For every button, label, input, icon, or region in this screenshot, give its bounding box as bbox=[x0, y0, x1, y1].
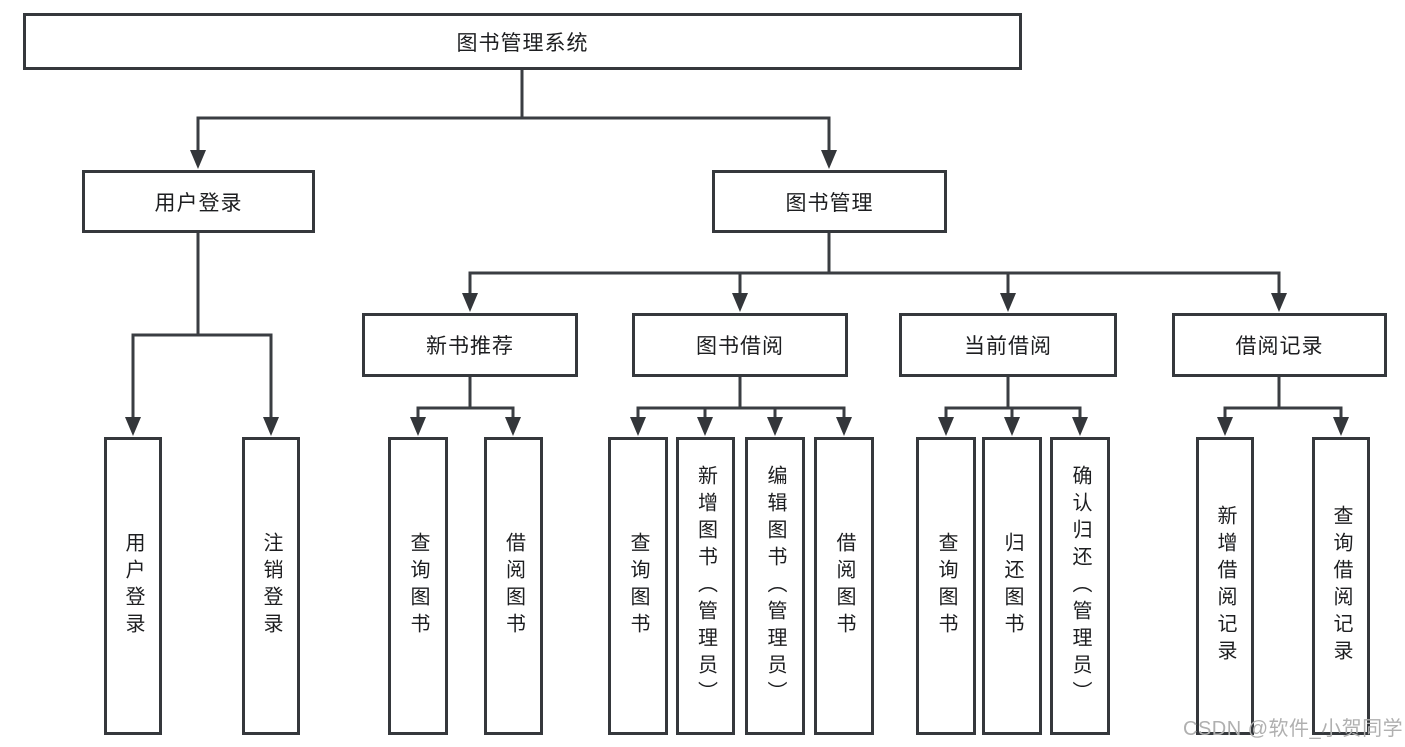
node-label: 编辑图书（管理员） bbox=[764, 464, 786, 708]
node-label: 借阅图书 bbox=[833, 532, 855, 640]
leaf-current-return-book: 归还图书 bbox=[982, 437, 1042, 735]
node-book-borrow: 图书借阅 bbox=[632, 313, 848, 377]
node-label: 查询图书 bbox=[627, 532, 649, 640]
node-label: 确认归还（管理员） bbox=[1069, 464, 1091, 708]
node-label: 新增图书（管理员） bbox=[694, 464, 717, 708]
node-label: 借阅记录 bbox=[1235, 335, 1324, 358]
leaf-user-login: 用户登录 bbox=[104, 437, 162, 735]
node-borrow-records: 借阅记录 bbox=[1172, 313, 1387, 377]
leaf-recommend-borrow-book: 借阅图书 bbox=[484, 437, 543, 735]
node-label: 借阅图书 bbox=[502, 532, 525, 640]
node-label: 查询图书 bbox=[407, 532, 429, 640]
node-label: 新增借阅记录 bbox=[1214, 505, 1236, 667]
leaf-logout: 注销登录 bbox=[242, 437, 300, 735]
leaf-borrow-edit-book-admin: 编辑图书（管理员） bbox=[745, 437, 805, 735]
node-new-book-recommend: 新书推荐 bbox=[362, 313, 578, 377]
leaf-borrow-borrow-book: 借阅图书 bbox=[814, 437, 874, 735]
leaf-borrow-add-book-admin: 新增图书（管理员） bbox=[676, 437, 735, 735]
leaf-borrow-query-book: 查询图书 bbox=[608, 437, 668, 735]
node-label: 查询借阅记录 bbox=[1330, 505, 1352, 667]
node-label: 图书管理系统 bbox=[456, 31, 589, 55]
node-label: 归还图书 bbox=[1001, 532, 1023, 640]
leaf-records-query-record: 查询借阅记录 bbox=[1312, 437, 1370, 735]
node-label: 图书管理 bbox=[785, 191, 874, 215]
leaf-current-confirm-return-admin: 确认归还（管理员） bbox=[1050, 437, 1110, 735]
node-label: 用户登录 bbox=[122, 532, 144, 640]
node-label: 查询图书 bbox=[935, 532, 957, 640]
node-label: 注销登录 bbox=[260, 532, 282, 640]
node-current-borrow: 当前借阅 bbox=[899, 313, 1117, 377]
leaf-recommend-query-book: 查询图书 bbox=[388, 437, 448, 735]
leaf-records-add-record: 新增借阅记录 bbox=[1196, 437, 1254, 735]
node-user-login: 用户登录 bbox=[82, 170, 315, 233]
node-label: 新书推荐 bbox=[426, 335, 514, 358]
csdn-watermark: CSDN @软件_小贺同学 bbox=[1183, 718, 1404, 740]
node-label: 用户登录 bbox=[154, 191, 243, 215]
node-root-system: 图书管理系统 bbox=[23, 13, 1022, 70]
leaf-current-query-book: 查询图书 bbox=[916, 437, 976, 735]
node-label: 当前借阅 bbox=[964, 335, 1052, 358]
node-book-management: 图书管理 bbox=[712, 170, 947, 233]
node-label: 图书借阅 bbox=[696, 335, 784, 358]
